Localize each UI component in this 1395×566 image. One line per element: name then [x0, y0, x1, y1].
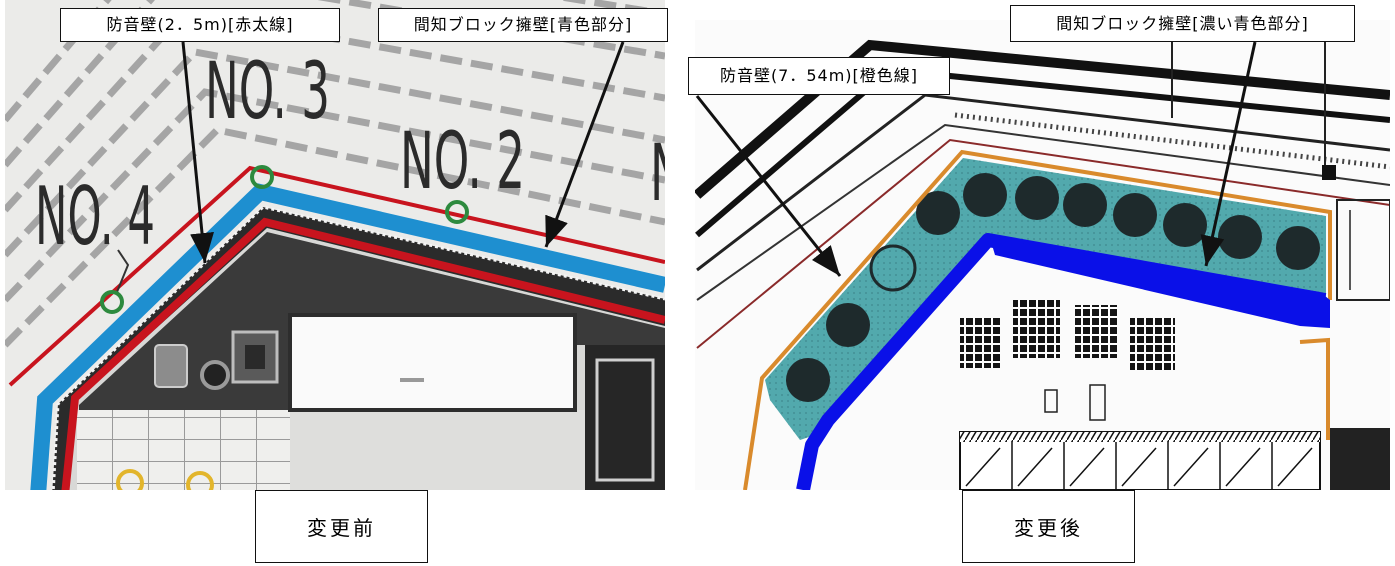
panel-block — [1130, 318, 1175, 370]
tank-circles — [786, 173, 1320, 402]
tank-circle — [1113, 193, 1157, 237]
tank-circle — [1063, 183, 1107, 227]
map-label-no4: NO. 4 — [35, 170, 155, 263]
small-box — [1044, 389, 1058, 413]
leader-line-no4 — [116, 249, 130, 293]
small-box — [1089, 384, 1106, 421]
building-mark — [400, 378, 424, 382]
panel-block — [1075, 305, 1117, 358]
small-equipment — [154, 344, 188, 388]
callout-after-retaining-wall: 間知ブロック擁壁[濃い青色部分] — [1010, 5, 1355, 42]
tank-circle — [916, 191, 960, 235]
building — [288, 313, 577, 412]
callout-after-noise-wall: 防音壁(7．54m)[橙色線] — [688, 57, 950, 95]
bottom-building-row — [959, 431, 1321, 490]
green-marker-circle — [445, 200, 469, 224]
boundary-thin-red-line — [8, 165, 665, 387]
tank-circle — [1276, 226, 1320, 270]
caption-before: 変更前 — [255, 490, 428, 563]
side-structure — [1336, 199, 1390, 301]
callout-before-noise-wall: 防音壁(2．5m)[赤太線] — [60, 8, 340, 42]
noise-wall-orange-line-lower — [1299, 337, 1330, 440]
utility-box — [231, 330, 279, 384]
green-marker-circle — [100, 290, 124, 314]
caption-after: 変更後 — [962, 490, 1135, 563]
tank-circle — [1163, 203, 1207, 247]
map-label-no3: NO. 3 — [205, 47, 330, 137]
yellow-marker — [116, 469, 144, 490]
panel-block — [960, 318, 1000, 368]
dark-structure — [1330, 428, 1390, 490]
panel-block — [1013, 300, 1060, 358]
map-label-partial: N — [650, 129, 665, 219]
retaining-wall-dark-blue-wedge — [990, 238, 1330, 328]
lower-middle-ground — [290, 410, 585, 490]
tank-circle — [1015, 176, 1059, 220]
utility-box-inner — [245, 345, 265, 369]
parking-grid — [77, 410, 290, 490]
retaining-wall-blue-band — [30, 183, 665, 490]
post-marker — [1322, 165, 1336, 180]
tank-circle-outline — [869, 244, 917, 292]
tank-circle — [1218, 215, 1262, 259]
green-marker-circle — [250, 165, 274, 189]
map-label-no2: NO. 2 — [400, 117, 525, 207]
yellow-marker — [186, 471, 214, 490]
noise-wall-orange-line — [743, 149, 1332, 490]
noise-wall-thick-red-line — [61, 217, 665, 490]
solar-panel-blocks — [960, 300, 1175, 370]
dark-embankment-area — [79, 232, 665, 490]
tank-circle — [826, 303, 870, 347]
before-site-plan: NO. 4 NO. 3 NO. 2 N — [5, 0, 665, 490]
callout-before-retaining-wall: 間知ブロック擁壁[青色部分] — [378, 8, 668, 42]
dark-structure-frame — [595, 358, 655, 482]
manhole — [200, 360, 230, 390]
tank-circle — [963, 173, 1007, 217]
tank-circle — [786, 358, 830, 402]
